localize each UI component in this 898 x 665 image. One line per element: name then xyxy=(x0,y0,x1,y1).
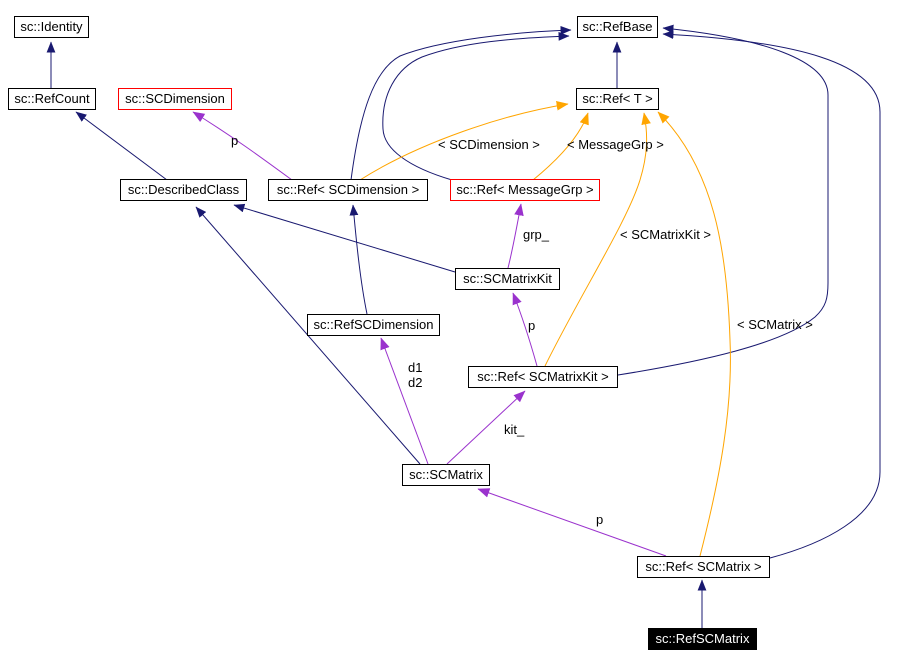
edge-inheritance-refscdimensionT-refbase xyxy=(350,25,572,181)
edge-usage-p-scmatrix xyxy=(477,488,667,557)
edge-label-template-scmatrix: < SCMatrix > xyxy=(737,317,813,332)
edge-label-p-scdimension: p xyxy=(231,133,239,148)
edge-usage-kit-refscmatrixkit xyxy=(446,390,526,465)
edge-label-kit: kit_ xyxy=(504,422,525,437)
node-sc-ref-messagegrp[interactable]: sc::Ref< MessageGrp > xyxy=(450,179,600,201)
edge-label-template-scdimension: < SCDimension > xyxy=(438,137,540,152)
node-sc-scmatrixkit[interactable]: sc::SCMatrixKit xyxy=(455,268,560,290)
edge-usage-p-scmatrixkit xyxy=(512,292,538,367)
node-sc-ref-scmatrixkit[interactable]: sc::Ref< SCMatrixKit > xyxy=(468,366,618,388)
node-sc-ref-scmatrix[interactable]: sc::Ref< SCMatrix > xyxy=(637,556,770,578)
node-sc-scmatrix[interactable]: sc::SCMatrix xyxy=(402,464,490,486)
node-sc-describedclass[interactable]: sc::DescribedClass xyxy=(120,179,247,201)
node-sc-scdimension[interactable]: sc::SCDimension xyxy=(118,88,232,110)
edge-usage-p-scdimension xyxy=(192,111,293,181)
node-sc-refscmatrix[interactable]: sc::RefSCMatrix xyxy=(648,628,757,650)
edge-template-scmatrixkit-reft xyxy=(544,112,651,367)
edge-label-template-scmatrixkit: < SCMatrixKit > xyxy=(620,227,712,242)
edge-inheritance-refmessagegrpT-refbase xyxy=(382,31,570,181)
node-sc-refscdimension[interactable]: sc::RefSCDimension xyxy=(307,314,440,336)
node-sc-identity[interactable]: sc::Identity xyxy=(14,16,89,38)
node-sc-refbase[interactable]: sc::RefBase xyxy=(577,16,658,38)
edge-usage-d1d2-refscdimension xyxy=(380,337,429,465)
edge-inheritance-describedclass-refcount xyxy=(75,111,168,181)
edge-label-d1: d1 xyxy=(408,360,423,375)
edge-label-template-messagegrp: < MessageGrp > xyxy=(567,137,664,152)
edge-template-scmatrix-reft xyxy=(657,111,731,557)
node-sc-ref-scdimension[interactable]: sc::Ref< SCDimension > xyxy=(268,179,428,201)
edge-label-grp: grp_ xyxy=(523,227,550,242)
edge-inheritance-refscdimension-refscdimensionT xyxy=(349,204,368,315)
edge-usage-grp-refmessagegrp xyxy=(507,203,524,269)
node-sc-refcount[interactable]: sc::RefCount xyxy=(8,88,96,110)
edge-template-messagegrp-reft xyxy=(532,112,589,181)
node-sc-ref-t[interactable]: sc::Ref< T > xyxy=(576,88,659,110)
edge-label-p-scmatrixkit: p xyxy=(528,318,536,333)
edge-label-d2: d2 xyxy=(408,375,423,390)
edge-label-p-scmatrix: p xyxy=(596,512,604,527)
edge-template-scdimension-reft xyxy=(359,101,569,181)
edge-inheritance-refscmatrixkitT-refbase xyxy=(617,24,829,376)
edge-inheritance-scmatrixkit-describedclass xyxy=(233,203,456,273)
edge-inheritance-refscmatrixT-refbase xyxy=(662,30,881,559)
